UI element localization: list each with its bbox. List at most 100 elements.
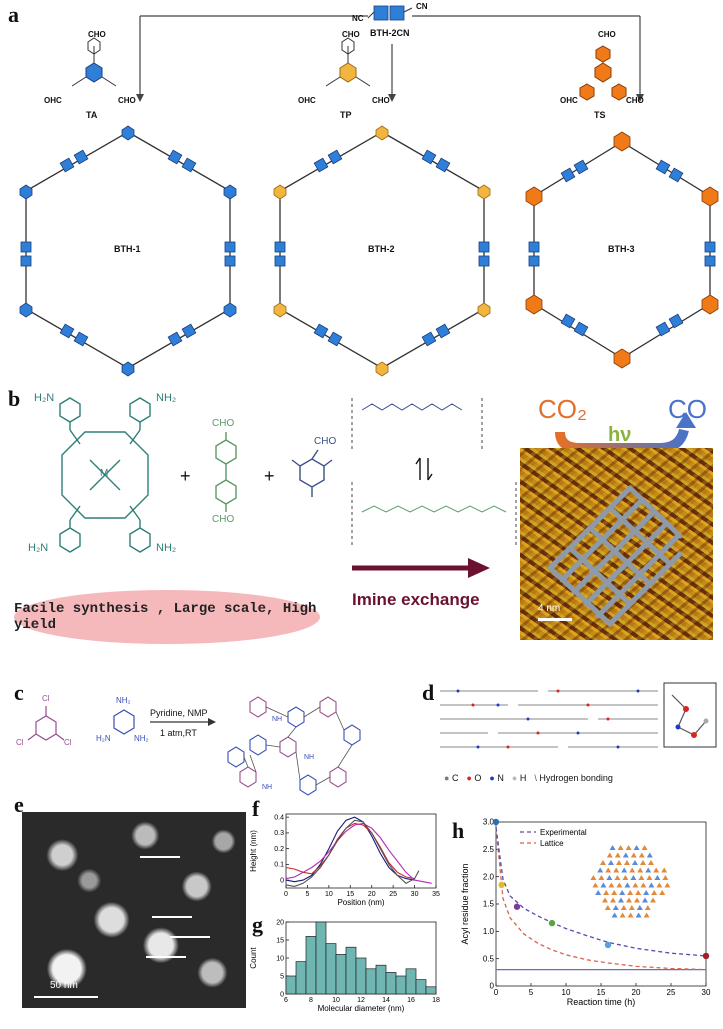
- framework-bth-2: BTH-2: [368, 244, 395, 254]
- y-axis-label: Acyl residue fraction: [460, 863, 470, 944]
- panel-g-label: g: [252, 912, 263, 937]
- lattice-node: [600, 860, 606, 865]
- histogram-bar: [285, 975, 297, 995]
- y-tick-label: 15: [276, 937, 284, 944]
- lattice-node: [605, 867, 612, 873]
- afm-image: 4 nm: [520, 448, 713, 640]
- reagent-cl-left: Cl: [16, 738, 24, 747]
- panel-a-label: a: [8, 2, 19, 27]
- lattice-node: [650, 897, 656, 903]
- panel-a-diagram: [19, 5, 719, 377]
- lattice-node: [643, 890, 650, 895]
- x-tick-label: 10: [325, 891, 333, 898]
- lattice-node: [640, 860, 646, 865]
- lattice-node: [624, 882, 631, 888]
- lattice-node: [634, 897, 640, 903]
- stm-scale-label: 50 nm: [50, 980, 78, 991]
- panel-c-diagram: [27, 696, 361, 796]
- lattice-node: [646, 852, 653, 858]
- lattice-node: [630, 875, 637, 880]
- lattice-node: [611, 890, 618, 895]
- x-tick-label: 0: [494, 988, 499, 997]
- lattice-node: [608, 882, 615, 888]
- lattice-node: [646, 875, 653, 880]
- reagent-cl-top: Cl: [42, 694, 50, 703]
- stm-scale-bar: [34, 996, 98, 998]
- framework-lattice-overlay: [547, 485, 683, 627]
- biphenyl-cho-top: CHO: [212, 418, 235, 429]
- x-tick-label: 30: [411, 891, 419, 898]
- lattice-node: [654, 875, 661, 880]
- lattice-node: [613, 867, 620, 873]
- experimental-fit-line: [495, 827, 707, 957]
- lattice-node: [619, 890, 626, 895]
- pill-text: Facile synthesis , Large scale, High yie…: [14, 601, 317, 633]
- legend-hbond: \ Hydrogen bonding: [534, 773, 613, 783]
- x-tick-label: 14: [382, 997, 390, 1004]
- ta-cho: CHO: [88, 30, 106, 39]
- lattice-node: [606, 852, 613, 858]
- data-point: [513, 903, 521, 910]
- lattice-node: [597, 867, 604, 873]
- plus-sign-1: +: [180, 466, 191, 486]
- tp-cho-2: CHO: [372, 96, 390, 105]
- lattice-node: [648, 860, 654, 865]
- legend-n: ● N: [489, 773, 504, 783]
- x-tick-label: 20: [632, 988, 641, 997]
- lattice-node: [626, 897, 632, 903]
- x-tick-label: 25: [389, 891, 397, 898]
- histogram-bar: [325, 943, 337, 995]
- stm-image: 50 nm: [22, 812, 246, 1008]
- lattice-node: [642, 897, 648, 903]
- lattice-node: [627, 890, 634, 895]
- co2-label: CO₂: [538, 394, 588, 424]
- x-tick-label: 5: [305, 891, 309, 898]
- reagent-cl-right: Cl: [64, 738, 72, 747]
- linker-nc: NC: [352, 14, 364, 23]
- y-tick-label: 0.2: [274, 846, 284, 853]
- lattice-node: [612, 905, 619, 910]
- porphyrin-amine-tr: NH₂: [156, 392, 177, 404]
- profile-series-4: [285, 819, 420, 887]
- profile-line-3: [170, 936, 210, 938]
- lattice-node: [662, 875, 669, 880]
- porphyrin-amine-tl: H₂N: [34, 392, 55, 404]
- x-tick-label: 35: [432, 891, 440, 898]
- x-tick-label: 10: [562, 988, 571, 997]
- histogram-bar: [355, 957, 367, 995]
- framework-bth-1: BTH-1: [114, 244, 141, 254]
- y-axis-label: Height (nm): [249, 830, 258, 872]
- lattice-node: [648, 882, 655, 888]
- lattice-node: [624, 860, 630, 865]
- lattice-node: [636, 905, 643, 910]
- lattice-node: [633, 845, 640, 850]
- tp-cho: CHO: [342, 30, 360, 39]
- data-point: [498, 881, 505, 889]
- lattice-node: [664, 882, 671, 888]
- profile-series-3: [285, 822, 432, 884]
- tp-ohc: OHC: [298, 96, 316, 105]
- lattice-node: [638, 852, 645, 858]
- lattice-node: [614, 852, 621, 858]
- y-tick-label: 2.0: [483, 872, 495, 881]
- lattice-node: [630, 852, 637, 858]
- lattice-node: [622, 875, 629, 880]
- histogram-bar: [365, 968, 377, 995]
- x-tick-label: 15: [346, 891, 354, 898]
- data-point: [548, 919, 556, 927]
- lattice-node: [643, 912, 650, 918]
- y-tick-label: 5: [280, 973, 284, 980]
- y-tick-label: 1.5: [483, 900, 495, 909]
- lattice-node: [661, 867, 668, 873]
- histogram-bar: [315, 921, 327, 995]
- lattice-node: [638, 875, 645, 880]
- x-tick-label: 25: [667, 988, 676, 997]
- framework-bth-3: BTH-3: [608, 244, 635, 254]
- product-nh-3: NH: [262, 784, 273, 791]
- lattice-node: [644, 905, 651, 910]
- panel-e-label: e: [14, 792, 24, 817]
- lattice-inset: [590, 845, 671, 918]
- lattice-node: [629, 867, 636, 873]
- panel-d-label: d: [422, 680, 435, 705]
